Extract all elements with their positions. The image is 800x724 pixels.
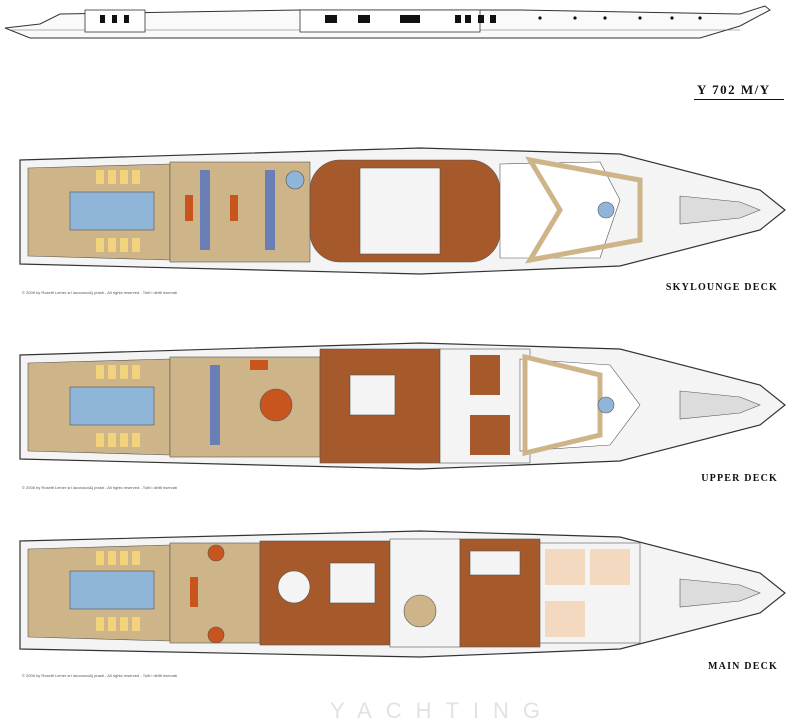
upper-deck-label: UPPER DECK [701,473,778,484]
skylounge-deck-plan: © 2006 by Rosetti Lemer srl Iacovacci&j … [0,140,800,300]
main-deck-drawing [19,530,786,658]
copyright-note: © 2006 by Rosetti Lemer srl Iacovacci&j … [22,290,177,295]
yacht-side-profile [4,5,771,39]
watermark-text: YACHTING [330,698,555,723]
skylounge-deck-drawing [19,147,786,275]
model-title-underline [694,99,784,100]
upper-deck-plan: © 2006 by Rosetti Lemer srl Iacovacci&j … [0,335,800,495]
skylounge-deck-label: SKYLOUNGE DECK [665,282,778,293]
main-deck-label: MAIN DECK [708,661,778,672]
copyright-note: © 2006 by Rosetti Lemer srl Iacovacci&j … [22,485,177,490]
main-deck-plan: © 2006 by Rosetti Lemer srl Iacovacci&j … [0,525,800,690]
copyright-note: © 2006 by Rosetti Lemer srl Iacovacci&j … [22,673,177,678]
model-title: Y 702 M/Y [697,82,771,97]
upper-deck-drawing [19,342,786,470]
